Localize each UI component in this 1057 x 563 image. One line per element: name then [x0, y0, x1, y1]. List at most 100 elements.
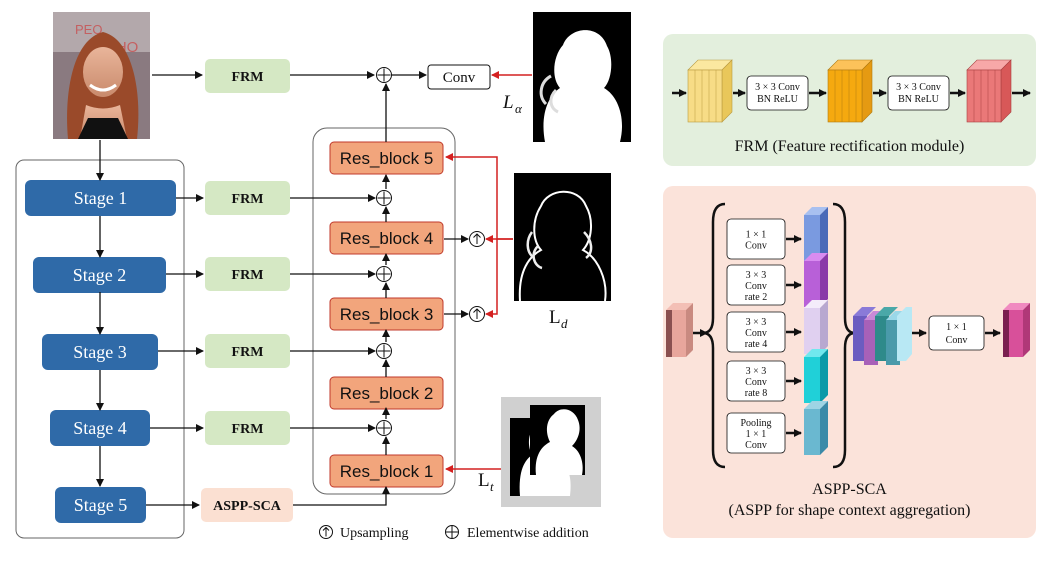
aspp-branch-feature: [804, 253, 828, 307]
stage-label: Stage 1: [74, 188, 128, 208]
aspp-final-conv-line1: 1 × 1: [946, 322, 967, 333]
aspp-branch-line: Conv: [745, 281, 767, 292]
aspp-branch-line: Conv: [745, 241, 767, 252]
svg-text:PEO: PEO: [75, 22, 102, 37]
frm-conv1-line1: 3 × 3 Conv: [755, 82, 800, 93]
frm-label: FRM: [232, 192, 264, 207]
res-block-label: Res_block 4: [340, 229, 434, 248]
frm-label: FRM: [232, 268, 264, 283]
frm-blocks: FRM FRM FRM FRM FRM: [205, 59, 290, 445]
frm-conv2-line1: 3 × 3 Conv: [896, 82, 941, 93]
conv-box: Conv: [427, 64, 491, 90]
addition-legend-icon: [445, 525, 459, 539]
loss-alpha-subscript: α: [515, 101, 523, 116]
encoder-stages: Stage 1 Stage 2 Stage 3 Stage 4 Stage 5: [25, 180, 176, 523]
frm-box: FRM: [205, 181, 290, 215]
aspp-sca-label: ASPP-SCA: [213, 499, 282, 514]
connections: [96, 71, 469, 509]
stage-1-block: Stage 1: [25, 180, 176, 216]
res-block-label: Res_block 3: [340, 305, 434, 324]
addition-legend-text: Elementwise addition: [467, 526, 589, 541]
aspp-branch-feature: [804, 300, 828, 354]
aspp-output-feature: [1003, 303, 1030, 357]
res-block-1: Res_block 1: [329, 454, 444, 488]
upsampling-nodes: [469, 231, 485, 322]
decoder-frame: [312, 127, 456, 495]
frm-conv1-box: 3 × 3 Conv BN ReLU: [746, 75, 809, 111]
detail-map-image: [514, 173, 611, 302]
aspp-branch-line: 1 × 1: [746, 230, 767, 241]
aspp-branch-feature: [804, 207, 828, 261]
aspp-branch-line: 3 × 3: [746, 270, 767, 281]
loss-d-letter: L: [549, 307, 561, 328]
aspp-sca-box: ASPP-SCA: [201, 488, 293, 522]
aspp-branch-line: 3 × 3: [746, 317, 767, 328]
upsampling-legend-icon: [319, 525, 333, 539]
frm-mid-feature-block: [827, 59, 873, 123]
frm-input-feature-block: [687, 59, 733, 123]
aspp-final-conv-box: 1 × 1 Conv: [928, 315, 985, 351]
aspp-branch-line: rate 8: [745, 388, 768, 399]
input-photo: PEO CHO: [53, 12, 150, 139]
stage-label: Stage 4: [73, 418, 127, 438]
frm-box: FRM: [205, 59, 290, 93]
loss-arrows: [445, 71, 532, 473]
res-block-3: Res_block 3: [329, 297, 444, 331]
aspp-branch-line: Conv: [745, 440, 767, 451]
frm-label: FRM: [232, 422, 264, 437]
loss-t-subscript: t: [490, 479, 494, 494]
frm-conv2-line2: BN ReLU: [898, 94, 940, 105]
stage-2-block: Stage 2: [33, 257, 166, 293]
stage-label: Stage 2: [73, 265, 127, 285]
trimap-image: [501, 397, 601, 507]
frm-box: FRM: [205, 334, 290, 368]
stage-label: Stage 5: [74, 495, 128, 515]
res-block-label: Res_block 5: [340, 149, 434, 168]
res-block-label: Res_block 1: [340, 462, 434, 481]
frm-panel-caption: FRM (Feature rectification module): [735, 138, 965, 155]
res-block-4: Res_block 4: [329, 221, 444, 255]
stage-3-block: Stage 3: [42, 334, 158, 370]
aspp-final-conv-line2: Conv: [946, 335, 968, 346]
frm-label: FRM: [232, 70, 264, 85]
frm-conv2-box: 3 × 3 Conv BN ReLU: [887, 75, 950, 111]
res-block-label: Res_block 2: [340, 384, 434, 403]
res-block-2: Res_block 2: [329, 376, 444, 410]
aspp-input-feature: [666, 303, 693, 357]
loss-alpha-letter: L: [502, 92, 514, 113]
frm-output-feature-block: [966, 59, 1012, 123]
aspp-branch-line: Conv: [745, 328, 767, 339]
stage-5-block: Stage 5: [55, 487, 146, 523]
aspp-branch-line: rate 2: [745, 292, 768, 303]
aspp-branch-line: 3 × 3: [746, 366, 767, 377]
frm-conv1-line2: BN ReLU: [757, 94, 799, 105]
loss-alpha-label: L α: [502, 92, 523, 116]
stage-label: Stage 3: [73, 342, 127, 362]
stage-4-block: Stage 4: [50, 410, 150, 446]
aspp-branch-line: rate 4: [745, 339, 768, 350]
frm-label: FRM: [232, 345, 264, 360]
aspp-branch-feature: [804, 349, 828, 403]
loss-t-label: L t: [478, 470, 494, 494]
aspp-panel-caption-line2: (ASPP for shape context aggregation): [728, 502, 970, 519]
aspp-branch-feature: [804, 401, 828, 455]
legend: Upsampling Elementwise addition: [319, 525, 589, 541]
frm-box: FRM: [205, 257, 290, 291]
aspp-panel-caption-line1: ASPP-SCA: [812, 481, 887, 498]
aspp-branch-line: 1 × 1: [746, 429, 767, 440]
frm-panel: 3 × 3 Conv BN ReLU 3 × 3 Conv BN ReLU FR…: [663, 34, 1036, 166]
aspp-branch-line: Pooling: [740, 418, 771, 429]
upsampling-legend-text: Upsampling: [340, 526, 408, 541]
alpha-matte-image: [533, 12, 631, 143]
res-block-5: Res_block 5: [329, 141, 444, 175]
conv-label: Conv: [443, 70, 476, 86]
frm-box: FRM: [205, 411, 290, 445]
